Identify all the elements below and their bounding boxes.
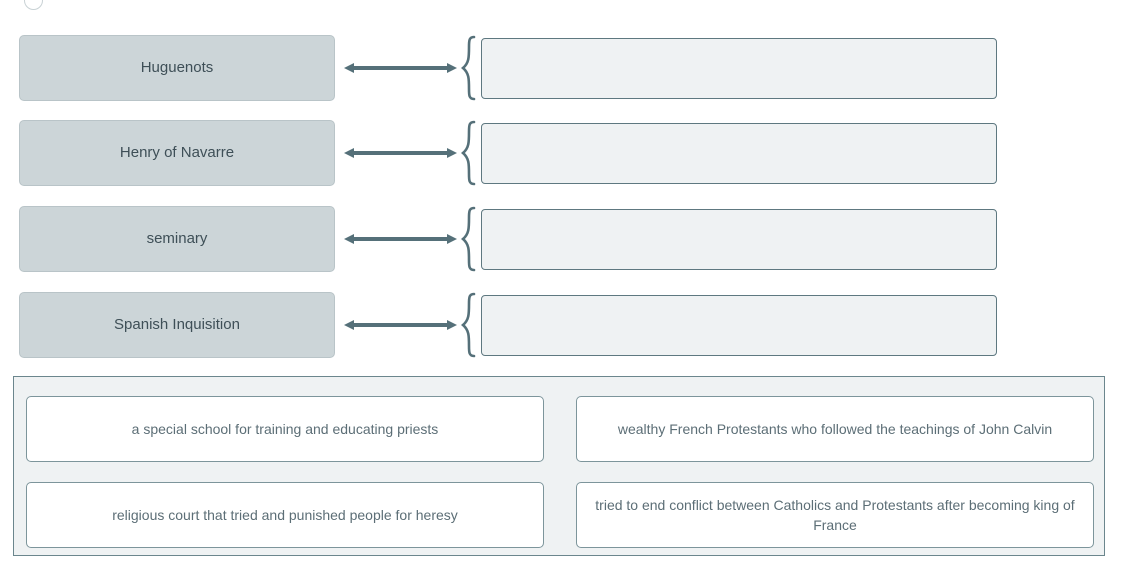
matching-area: Huguenots Henry of Navarre [0,35,1139,358]
answer-card[interactable]: a special school for training and educat… [26,396,544,462]
answer-card[interactable]: religious court that tried and punished … [26,482,544,548]
answer-card-text: wealthy French Protestants who followed … [617,420,1053,437]
answer-bank: a special school for training and educat… [13,376,1105,556]
term-tile-2[interactable]: seminary [19,206,335,272]
match-row: Henry of Navarre [0,120,1139,186]
left-curly-brace-icon [460,120,477,186]
term-tile-1[interactable]: Henry of Navarre [19,120,335,186]
answer-card[interactable]: wealthy French Protestants who followed … [576,396,1094,462]
answer-card-text: a special school for training and educat… [131,420,439,437]
match-row: Huguenots [0,35,1139,101]
term-tile-3[interactable]: Spanish Inquisition [19,292,335,358]
term-label: Spanish Inquisition [114,316,240,333]
term-label: Henry of Navarre [119,144,235,161]
term-tile-0[interactable]: Huguenots [19,35,335,101]
left-curly-brace-icon [460,206,477,272]
term-label: Huguenots [140,59,214,76]
double-arrow-icon [344,231,457,247]
answer-card[interactable]: tried to end conflict between Catholics … [576,482,1094,548]
drop-target-2[interactable] [481,209,997,270]
double-arrow-icon [344,145,457,161]
double-arrow-icon [344,317,457,333]
left-curly-brace-icon [460,292,477,358]
drop-target-3[interactable] [481,295,997,356]
drop-target-0[interactable] [481,38,997,99]
match-row: Spanish Inquisition [0,292,1139,358]
double-arrow-icon [344,60,457,76]
match-row: seminary [0,206,1139,272]
answer-bank-grid: a special school for training and educat… [14,377,1106,557]
left-curly-brace-icon [460,35,477,101]
answer-card-text: tried to end conflict between Catholics … [595,496,1075,533]
drop-target-1[interactable] [481,123,997,184]
answer-card-text: religious court that tried and punished … [112,506,458,523]
term-label: seminary [146,230,208,247]
